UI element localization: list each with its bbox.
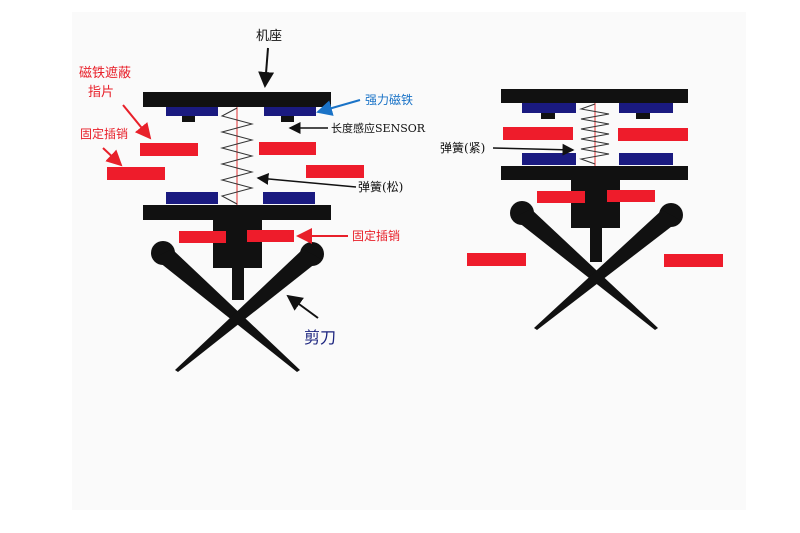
label-shield-line2: 指片: [88, 85, 114, 100]
shield-plate-right: [259, 142, 316, 155]
label-fixed-pin-upper: 固定插销: [80, 126, 128, 141]
shield-plate-right-2: [618, 128, 688, 141]
stem-block: [213, 220, 262, 268]
spring-loose: [220, 107, 254, 205]
base-top-bar: [143, 92, 331, 107]
fixed-pin-upper-left: [107, 167, 165, 180]
label-scissors: 剪刀: [304, 328, 336, 347]
annotation-arrows: [102, 47, 575, 319]
arrow-fixed-pin-upper: [102, 147, 123, 167]
fixed-pin-lower-left-2: [537, 191, 585, 203]
upper-magnet-left-2: [522, 103, 576, 113]
middle-bar: [143, 205, 331, 220]
scissor-blade-b: [175, 249, 321, 372]
base-top-bar-2: [501, 89, 688, 103]
fixed-pin-lower-left: [179, 231, 226, 243]
upper-magnet-right-2: [619, 103, 673, 113]
stem-block-2: [571, 180, 620, 228]
lower-magnet-left-2: [522, 153, 576, 165]
label-spring-loose: 弹簧(松): [358, 179, 403, 194]
label-strong-magnet: 强力磁铁: [365, 92, 413, 107]
fixed-pin-lower-right: [247, 230, 294, 242]
arrow-shield: [122, 104, 152, 140]
labels: 机座 磁铁遮蔽 指片 固定插销 强力磁铁 长度感应SENSOR 弹簧(松) 固定…: [79, 29, 485, 347]
magnet-tab-left: [182, 116, 195, 122]
upper-magnet-right: [264, 107, 316, 116]
lower-magnet-right: [263, 192, 315, 204]
arrow-spring-loose: [256, 172, 357, 188]
narrow-stem: [232, 268, 244, 300]
upper-magnet-left: [166, 107, 218, 116]
narrow-stem-2: [590, 228, 602, 262]
spring-tight: [579, 103, 610, 165]
scissor-blade-a: [154, 249, 300, 372]
label-fixed-pin-lower: 固定插销: [352, 228, 400, 243]
magnet-tab-right: [281, 116, 294, 122]
fixed-pin-lower-right-2: [607, 190, 655, 202]
arrow-spring-tight: [492, 143, 575, 156]
label-shield-line1: 磁铁遮蔽: [79, 65, 131, 81]
shield-plate-left-2: [503, 127, 573, 140]
magnet-tab-right-2: [636, 113, 650, 119]
magnet-tab-left-2: [541, 113, 555, 119]
middle-bar-2: [501, 166, 688, 180]
left-mechanism: [107, 92, 364, 372]
lower-magnet-left: [166, 192, 218, 204]
fixed-pin-upper-right: [306, 165, 364, 178]
arrow-base: [258, 47, 275, 88]
arrow-strong-magnet: [316, 99, 361, 116]
label-base: 机座: [256, 29, 282, 44]
label-spring-tight: 弹簧(紧): [440, 140, 485, 155]
scissor-blade-b-2: [534, 210, 680, 330]
scissor-blade-a-2: [513, 209, 658, 330]
fixed-pin-outer-right-2: [664, 254, 723, 267]
right-mechanism: [467, 89, 723, 330]
fixed-pin-outer-left-2: [467, 253, 526, 266]
lower-magnet-right-2: [619, 153, 673, 165]
arrow-scissors: [286, 294, 319, 319]
label-length-sensor: 长度感应SENSOR: [331, 121, 426, 135]
shield-plate-left: [140, 143, 198, 156]
